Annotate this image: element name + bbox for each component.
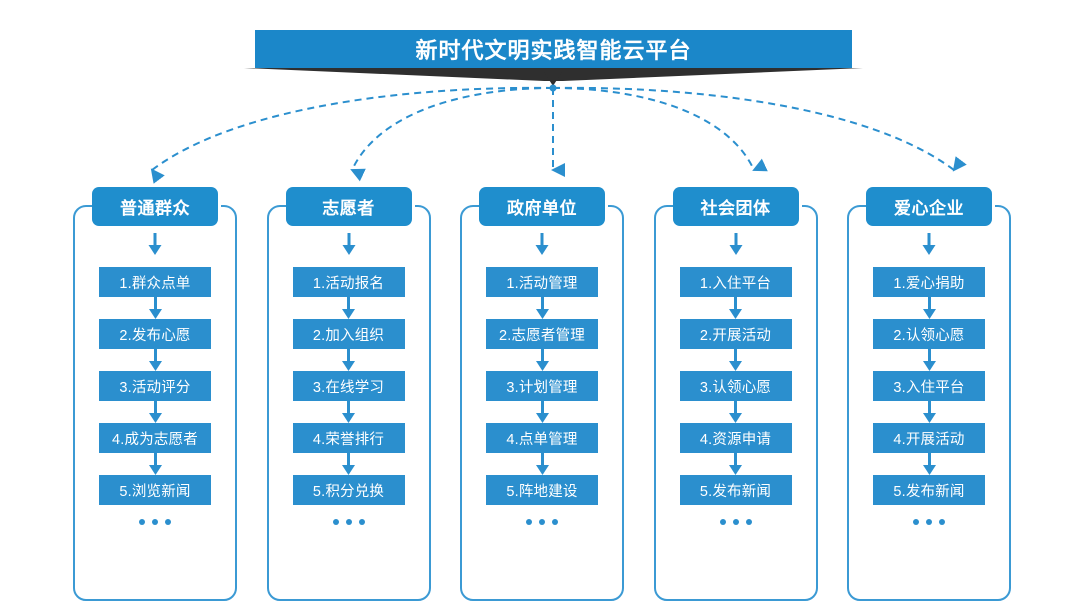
column-普通群众: 普通群众 1.群众点单 2.发布心愿 3.活动评分 4.成为志愿者 5.浏览新闻	[73, 187, 237, 601]
step-box[interactable]: 4.开展活动	[873, 423, 985, 453]
column-政府单位: 政府单位 1.活动管理 2.志愿者管理 3.计划管理 4.点单管理 5.阵地建设	[460, 187, 624, 601]
column-header[interactable]: 政府单位	[479, 187, 605, 226]
platform-title: 新时代文明实践智能云平台	[255, 30, 852, 68]
more-indicator	[332, 519, 365, 525]
step-box[interactable]: 3.活动评分	[99, 371, 211, 401]
column-header[interactable]: 普通群众	[92, 187, 218, 226]
step-box[interactable]: 1.入住平台	[679, 267, 792, 297]
arrow-down-icon	[148, 297, 162, 319]
column-steps: 1.活动管理 2.志愿者管理 3.计划管理 4.点单管理 5.阵地建设	[460, 267, 624, 525]
title-banner: 新时代文明实践智能云平台	[255, 30, 852, 68]
arrow-down-icon	[729, 233, 742, 255]
step-box[interactable]: 5.发布新闻	[873, 475, 985, 505]
column-header[interactable]: 爱心企业	[866, 187, 992, 226]
column-爱心企业: 爱心企业 1.爱心捐助 2.认领心愿 3.入住平台 4.开展活动 5.发布新闻	[847, 187, 1011, 601]
arrow-down-icon	[729, 401, 742, 423]
step-box[interactable]: 1.爱心捐助	[873, 267, 985, 297]
arrow-down-icon	[342, 349, 355, 371]
step-box[interactable]: 5.积分兑换	[292, 475, 405, 505]
column-steps: 1.爱心捐助 2.认领心愿 3.入住平台 4.开展活动 5.发布新闻	[847, 267, 1011, 525]
step-box[interactable]: 4.成为志愿者	[99, 423, 211, 453]
more-indicator	[526, 519, 558, 525]
arrow-down-icon	[729, 453, 742, 475]
arrow-down-icon	[148, 233, 162, 255]
role-columns: 普通群众 1.群众点单 2.发布心愿 3.活动评分 4.成为志愿者 5.浏览新闻	[73, 187, 1011, 601]
arrow-down-icon	[148, 453, 162, 475]
dashed-arrow-5	[552, 86, 967, 172]
step-box[interactable]: 3.在线学习	[292, 371, 405, 401]
more-indicator	[719, 519, 752, 525]
arrow-down-icon	[535, 401, 549, 423]
arrow-down-icon	[148, 401, 162, 423]
arrow-down-icon	[729, 297, 742, 319]
step-box[interactable]: 1.活动管理	[486, 267, 598, 297]
step-box[interactable]: 4.荣誉排行	[292, 423, 405, 453]
step-box[interactable]: 3.计划管理	[486, 371, 598, 401]
column-header[interactable]: 志愿者	[285, 187, 412, 226]
step-box[interactable]: 3.入住平台	[873, 371, 985, 401]
arrow-down-icon	[535, 453, 549, 475]
step-box[interactable]: 2.发布心愿	[99, 319, 211, 349]
step-box[interactable]: 4.点单管理	[486, 423, 598, 453]
step-box[interactable]: 1.群众点单	[99, 267, 211, 297]
dashed-arrow-4	[552, 87, 768, 172]
column-steps: 1.入住平台 2.开展活动 3.认领心愿 4.资源申请 5.发布新闻	[654, 267, 818, 525]
column-志愿者: 志愿者 1.活动报名 2.加入组织 3.在线学习 4.荣誉排行 5.积分兑换	[266, 187, 431, 601]
step-box[interactable]: 2.加入组织	[292, 319, 405, 349]
step-box[interactable]: 5.阵地建设	[486, 475, 598, 505]
column-steps: 1.活动报名 2.加入组织 3.在线学习 4.荣誉排行 5.积分兑换	[267, 267, 431, 525]
more-indicator	[139, 519, 171, 525]
step-box[interactable]: 2.志愿者管理	[486, 319, 598, 349]
arrow-down-icon	[922, 349, 936, 371]
dashed-arrow-2	[350, 87, 554, 182]
arrow-down-icon	[922, 297, 936, 319]
arrow-down-icon	[342, 297, 355, 319]
step-box[interactable]: 3.认领心愿	[679, 371, 792, 401]
arrow-down-icon	[535, 297, 549, 319]
arrow-down-icon	[535, 349, 549, 371]
dashed-arrow-1	[150, 86, 554, 184]
more-indicator	[913, 519, 945, 525]
arrow-down-icon	[342, 453, 355, 475]
step-box[interactable]: 2.认领心愿	[873, 319, 985, 349]
step-box[interactable]: 4.资源申请	[679, 423, 792, 453]
step-box[interactable]: 5.发布新闻	[679, 475, 792, 505]
arrow-down-icon	[535, 233, 549, 255]
arrow-down-icon	[148, 349, 162, 371]
column-社会团体: 社会团体 1.入住平台 2.开展活动 3.认领心愿 4.资源申请 5.发布新闻	[653, 187, 818, 601]
arrow-down-icon	[729, 349, 742, 371]
arrow-down-icon	[922, 401, 936, 423]
step-box[interactable]: 2.开展活动	[679, 319, 792, 349]
arrow-down-icon	[342, 233, 355, 255]
step-box[interactable]: 5.浏览新闻	[99, 475, 211, 505]
column-header[interactable]: 社会团体	[672, 187, 799, 226]
column-steps: 1.群众点单 2.发布心愿 3.活动评分 4.成为志愿者 5.浏览新闻	[73, 267, 237, 525]
arrow-down-icon	[342, 401, 355, 423]
step-box[interactable]: 1.活动报名	[292, 267, 405, 297]
arrow-down-icon	[922, 233, 936, 255]
arrow-down-icon	[922, 453, 936, 475]
